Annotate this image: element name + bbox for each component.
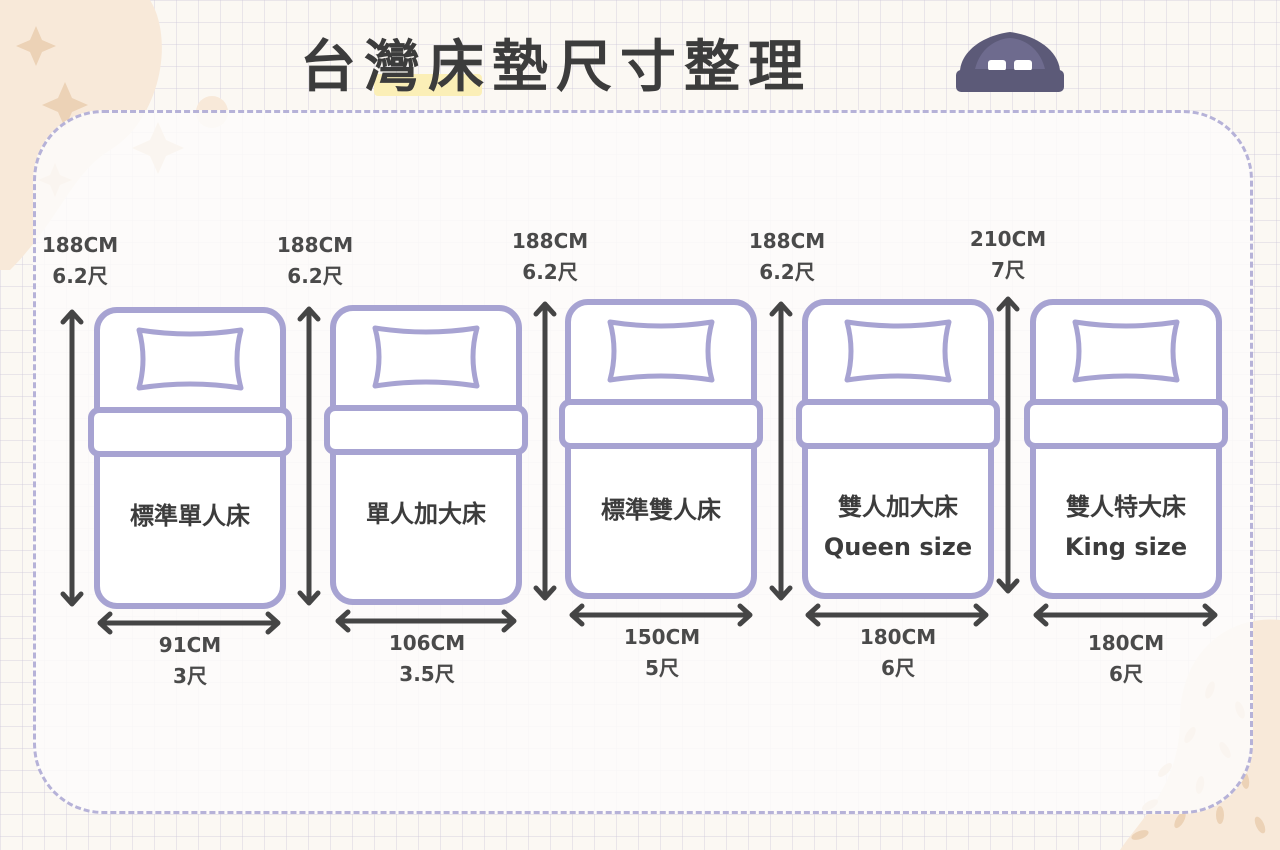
bed-4-pillow xyxy=(844,319,952,383)
length-arrow-1-head-top xyxy=(60,309,84,325)
length-arrow-3-head-bottom xyxy=(533,585,557,601)
bed-name-1: 標準單人床 xyxy=(130,502,250,530)
bed-sub-4: Queen size xyxy=(823,533,973,561)
length-arrow-4-head-top xyxy=(769,301,793,317)
length-arrow-5-head-bottom xyxy=(996,578,1020,594)
bed-3-pillow xyxy=(607,319,715,383)
width-arrow-5-head-right xyxy=(1202,603,1218,627)
bed-5-blanket-fold xyxy=(1024,399,1228,449)
width-arrow-4-head-right xyxy=(973,603,989,627)
bed-sub-5: King size xyxy=(1064,533,1188,561)
title-block: 台灣床墊尺寸整理 xyxy=(300,18,980,100)
bed-name-3: 標準雙人床 xyxy=(601,496,721,524)
width-arrow-1-head-left xyxy=(97,611,113,635)
bed-name-2: 單人加大床 xyxy=(366,500,486,528)
bed-3-blanket-fold xyxy=(559,399,763,449)
length-arrow-2-head-top xyxy=(297,306,321,322)
bed-4-blanket-fold xyxy=(796,399,1000,449)
width-arrow-3-head-left xyxy=(569,603,585,627)
bed-2-pillow xyxy=(372,325,480,389)
bed-5-pillow xyxy=(1072,319,1180,383)
width-arrow-1-head-right xyxy=(265,611,281,635)
bed-icon xyxy=(956,32,1064,92)
width-arrow-4-head-left xyxy=(805,603,821,627)
bed-1-pillow xyxy=(136,327,244,391)
length-arrow-3-head-top xyxy=(533,301,557,317)
length-arrow-2-head-bottom xyxy=(297,590,321,606)
length-arrow-1-head-bottom xyxy=(60,591,84,607)
bed-1-blanket-fold xyxy=(88,407,292,457)
page-title: 台灣床墊尺寸整理 xyxy=(300,35,812,100)
length-arrow-4-head-bottom xyxy=(769,585,793,601)
title-highlight xyxy=(374,74,482,96)
bed-2-blanket-fold xyxy=(324,405,528,455)
width-arrow-2-head-right xyxy=(501,609,517,633)
width-arrow-5-head-left xyxy=(1033,603,1049,627)
sparkle-icon xyxy=(42,82,88,128)
width-arrow-3-head-right xyxy=(737,603,753,627)
sparkle-icon xyxy=(16,26,56,66)
length-arrow-5-head-top xyxy=(996,296,1020,312)
width-arrow-2-head-left xyxy=(335,609,351,633)
